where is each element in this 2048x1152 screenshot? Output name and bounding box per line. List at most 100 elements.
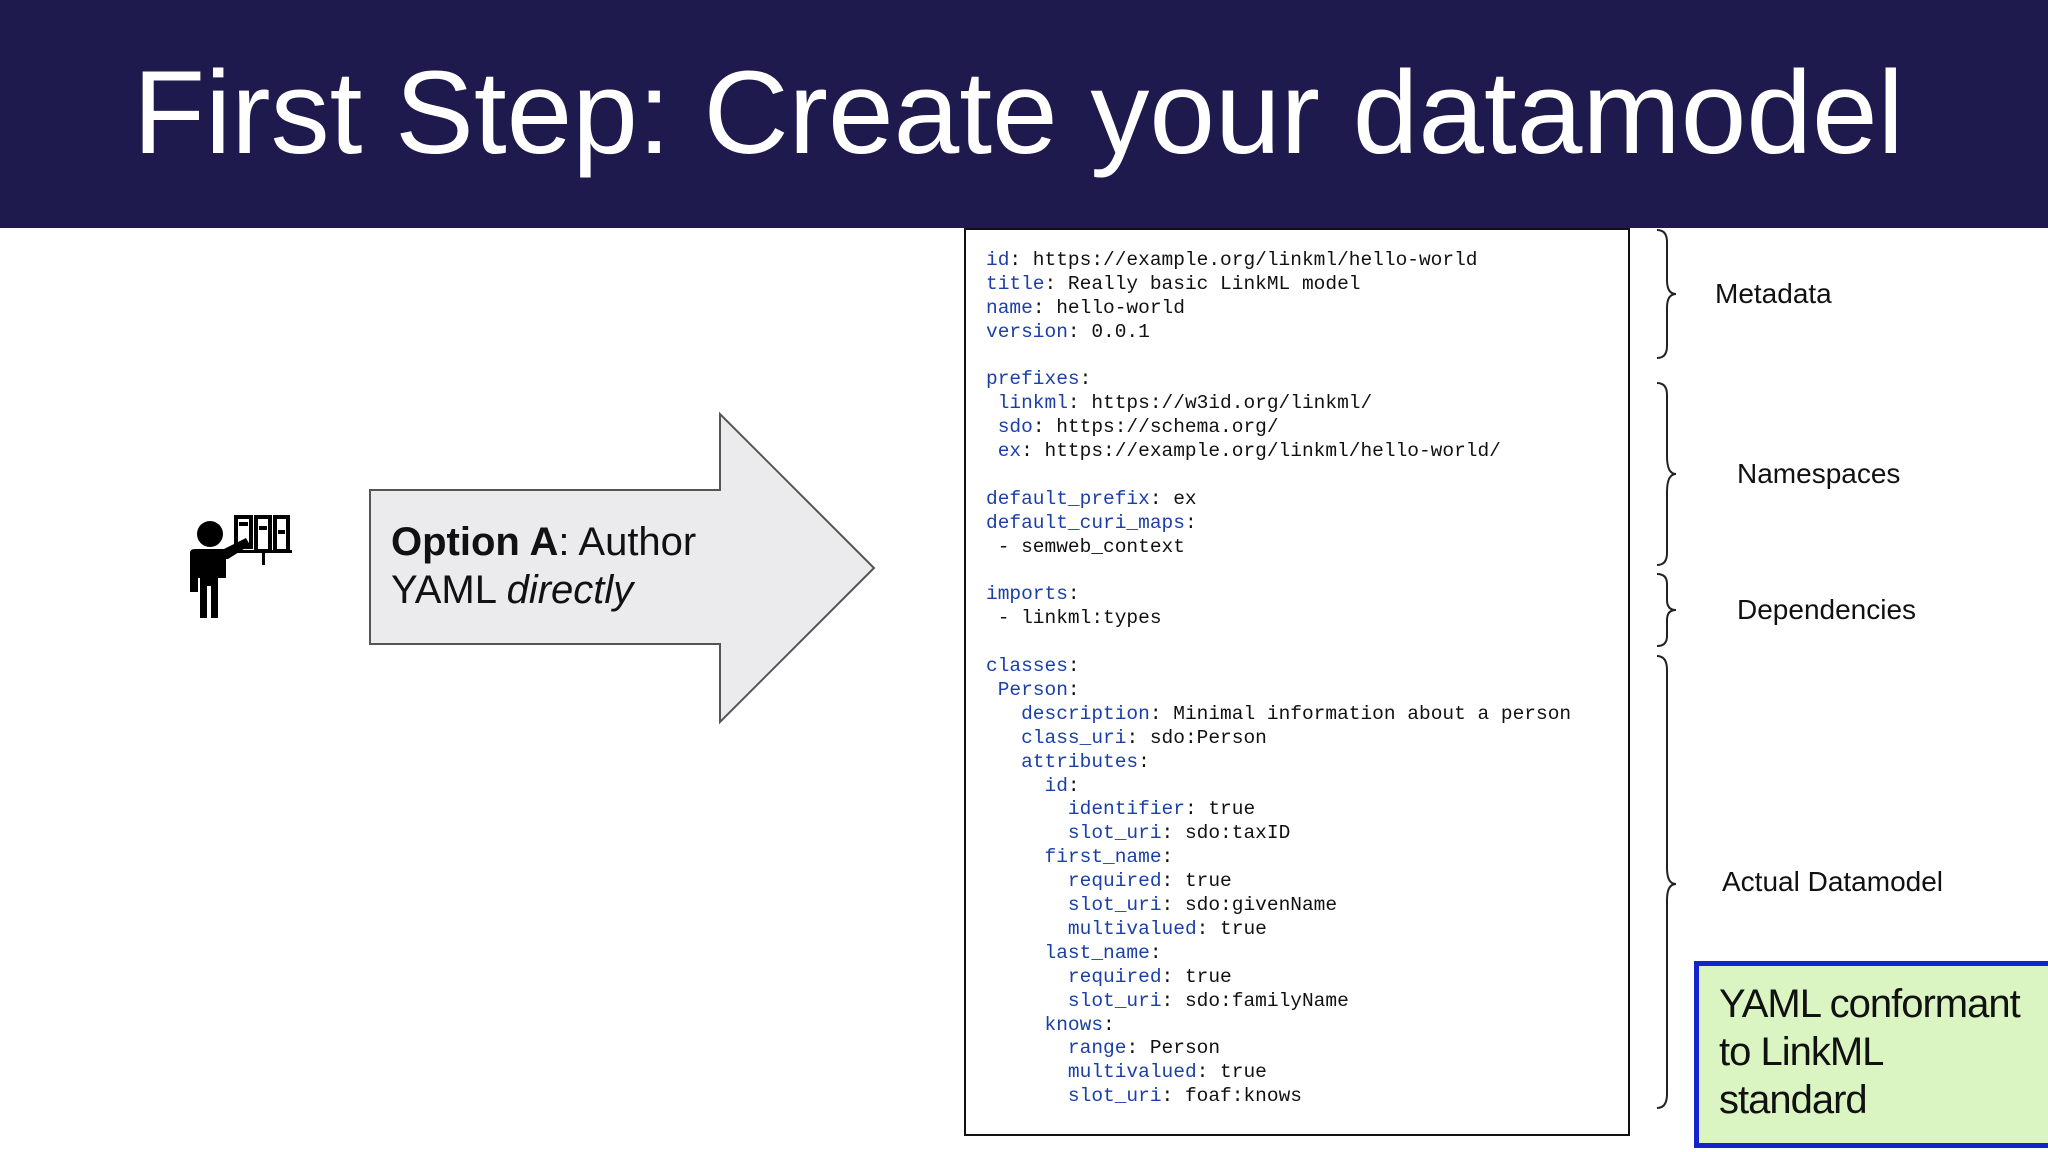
code-key: required [1067,965,1162,988]
brace-metadata [1656,229,1677,359]
code-key: default_curi_maps [986,511,1185,534]
conformant-line-1: YAML conformant [1719,982,2021,1026]
code-line: - linkml:types [986,607,1571,631]
code-line: description: Minimal information about a… [986,703,1571,727]
code-key: slot_uri [1067,822,1162,845]
code-value: : https://w3id.org/linkml/ [1067,392,1373,415]
option-directly: directly [506,568,634,612]
code-value: : [1067,774,1080,797]
code-line: first_name: [986,846,1571,870]
code-key: first_name [1044,846,1162,869]
code-value: : [1184,511,1197,534]
option-line-2: YAML directly [391,566,696,614]
code-key: prefixes [986,368,1080,391]
code-line: multivalued: true [986,1061,1571,1085]
brace-namespaces [1656,382,1677,566]
code-line: sdo: https://schema.org/ [986,416,1571,440]
label-dependencies: Dependencies [1737,594,1917,625]
code-key: slot_uri [1067,1085,1162,1108]
code-key: required [1067,870,1162,893]
code-line: prefixes: [986,368,1571,392]
conformant-callout: YAML conformant to LinkML standard [1694,961,2048,1148]
code-value: : Person [1126,1037,1221,1060]
code-key: slot_uri [1067,894,1162,917]
code-value: : https://example.org/linkml/hello-world [1009,249,1478,271]
code-value: : Really basic LinkML model [1044,272,1361,295]
code-value: : https://schema.org/ [1032,416,1279,439]
code-line: last_name: [986,942,1571,966]
code-value: : true [1196,1061,1267,1084]
code-value: : 0.0.1 [1067,320,1150,343]
code-key: linkml [997,392,1068,415]
code-line: slot_uri: foaf:knows [986,1085,1571,1109]
code-key: imports [986,583,1068,606]
code-key: multivalued [1067,1061,1197,1084]
code-key: ex [997,440,1022,463]
code-value: : hello-world [1032,296,1185,319]
code-line: knows: [986,1014,1571,1038]
code-line: default_curi_maps: [986,512,1571,536]
code-value: : Minimal information about a person [1149,702,1572,725]
code-key: title [986,272,1045,295]
code-line: default_prefix: ex [986,488,1571,512]
code-key: sdo [997,416,1033,439]
code-value: : [1067,679,1080,702]
code-key: description [1021,702,1150,725]
code-value: - semweb_context [997,535,1185,558]
label-metadata: Metadata [1715,278,1832,309]
code-line: multivalued: true [986,918,1571,942]
code-line: slot_uri: sdo:givenName [986,894,1571,918]
label-datamodel: Actual Datamodel [1722,866,1944,897]
yaml-code-box: id: https://example.org/linkml/hello-wor… [964,228,1630,1136]
code-value: : [1149,941,1162,964]
brace-datamodel [1656,655,1677,1109]
code-value: : [1103,1013,1115,1036]
code-line [986,345,1571,369]
code-line: id: [986,775,1571,799]
code-line: attributes: [986,751,1571,775]
code-key: default_prefix [986,487,1150,510]
code-line: title: Really basic LinkML model [986,273,1571,297]
code-line: required: true [986,870,1571,894]
section-braces [1656,229,1677,1109]
code-line: required: true [986,966,1571,990]
conformant-line-2: to LinkML [1719,1030,1884,1074]
brace-dependencies [1656,573,1677,647]
code-line: Person: [986,679,1571,703]
code-value: : true [1161,870,1232,893]
code-key: identifier [1067,798,1185,821]
code-key: knows [1044,1013,1104,1036]
code-key: multivalued [1067,917,1197,940]
code-value: : true [1161,965,1232,988]
title-bar: First Step: Create your datamodel [0,0,2048,228]
code-key: id [986,249,1010,271]
code-line: classes: [986,655,1571,679]
code-key: slot_uri [1067,989,1162,1012]
conformant-line-3: standard [1719,1078,1868,1122]
code-line: identifier: true [986,798,1571,822]
code-key: name [986,296,1033,319]
code-key: id [1044,774,1068,797]
label-namespaces: Namespaces [1737,458,1901,489]
code-key: Person [997,679,1068,702]
code-line [986,631,1571,655]
code-line: version: 0.0.1 [986,321,1571,345]
code-line: name: hello-world [986,297,1571,321]
presenter-at-board-icon [190,515,292,618]
code-value: : true [1196,917,1267,940]
code-key: range [1067,1037,1127,1060]
code-line: ex: https://example.org/linkml/hello-wor… [986,440,1571,464]
code-value: : [1067,655,1080,678]
code-value: : sdo:givenName [1161,894,1338,917]
code-line [986,464,1571,488]
code-key: classes [986,655,1068,678]
code-value: - linkml:types [997,607,1162,630]
code-value: : true [1184,798,1256,821]
yaml-code: id: https://example.org/linkml/hello-wor… [986,249,1571,1109]
code-value: : sdo:Person [1126,726,1267,749]
option-a-text: Option A: Author YAML directly [391,518,696,614]
code-key: version [986,320,1068,343]
code-key: last_name [1044,941,1150,964]
code-line: slot_uri: sdo:taxID [986,822,1571,846]
code-value: : [1079,368,1092,391]
